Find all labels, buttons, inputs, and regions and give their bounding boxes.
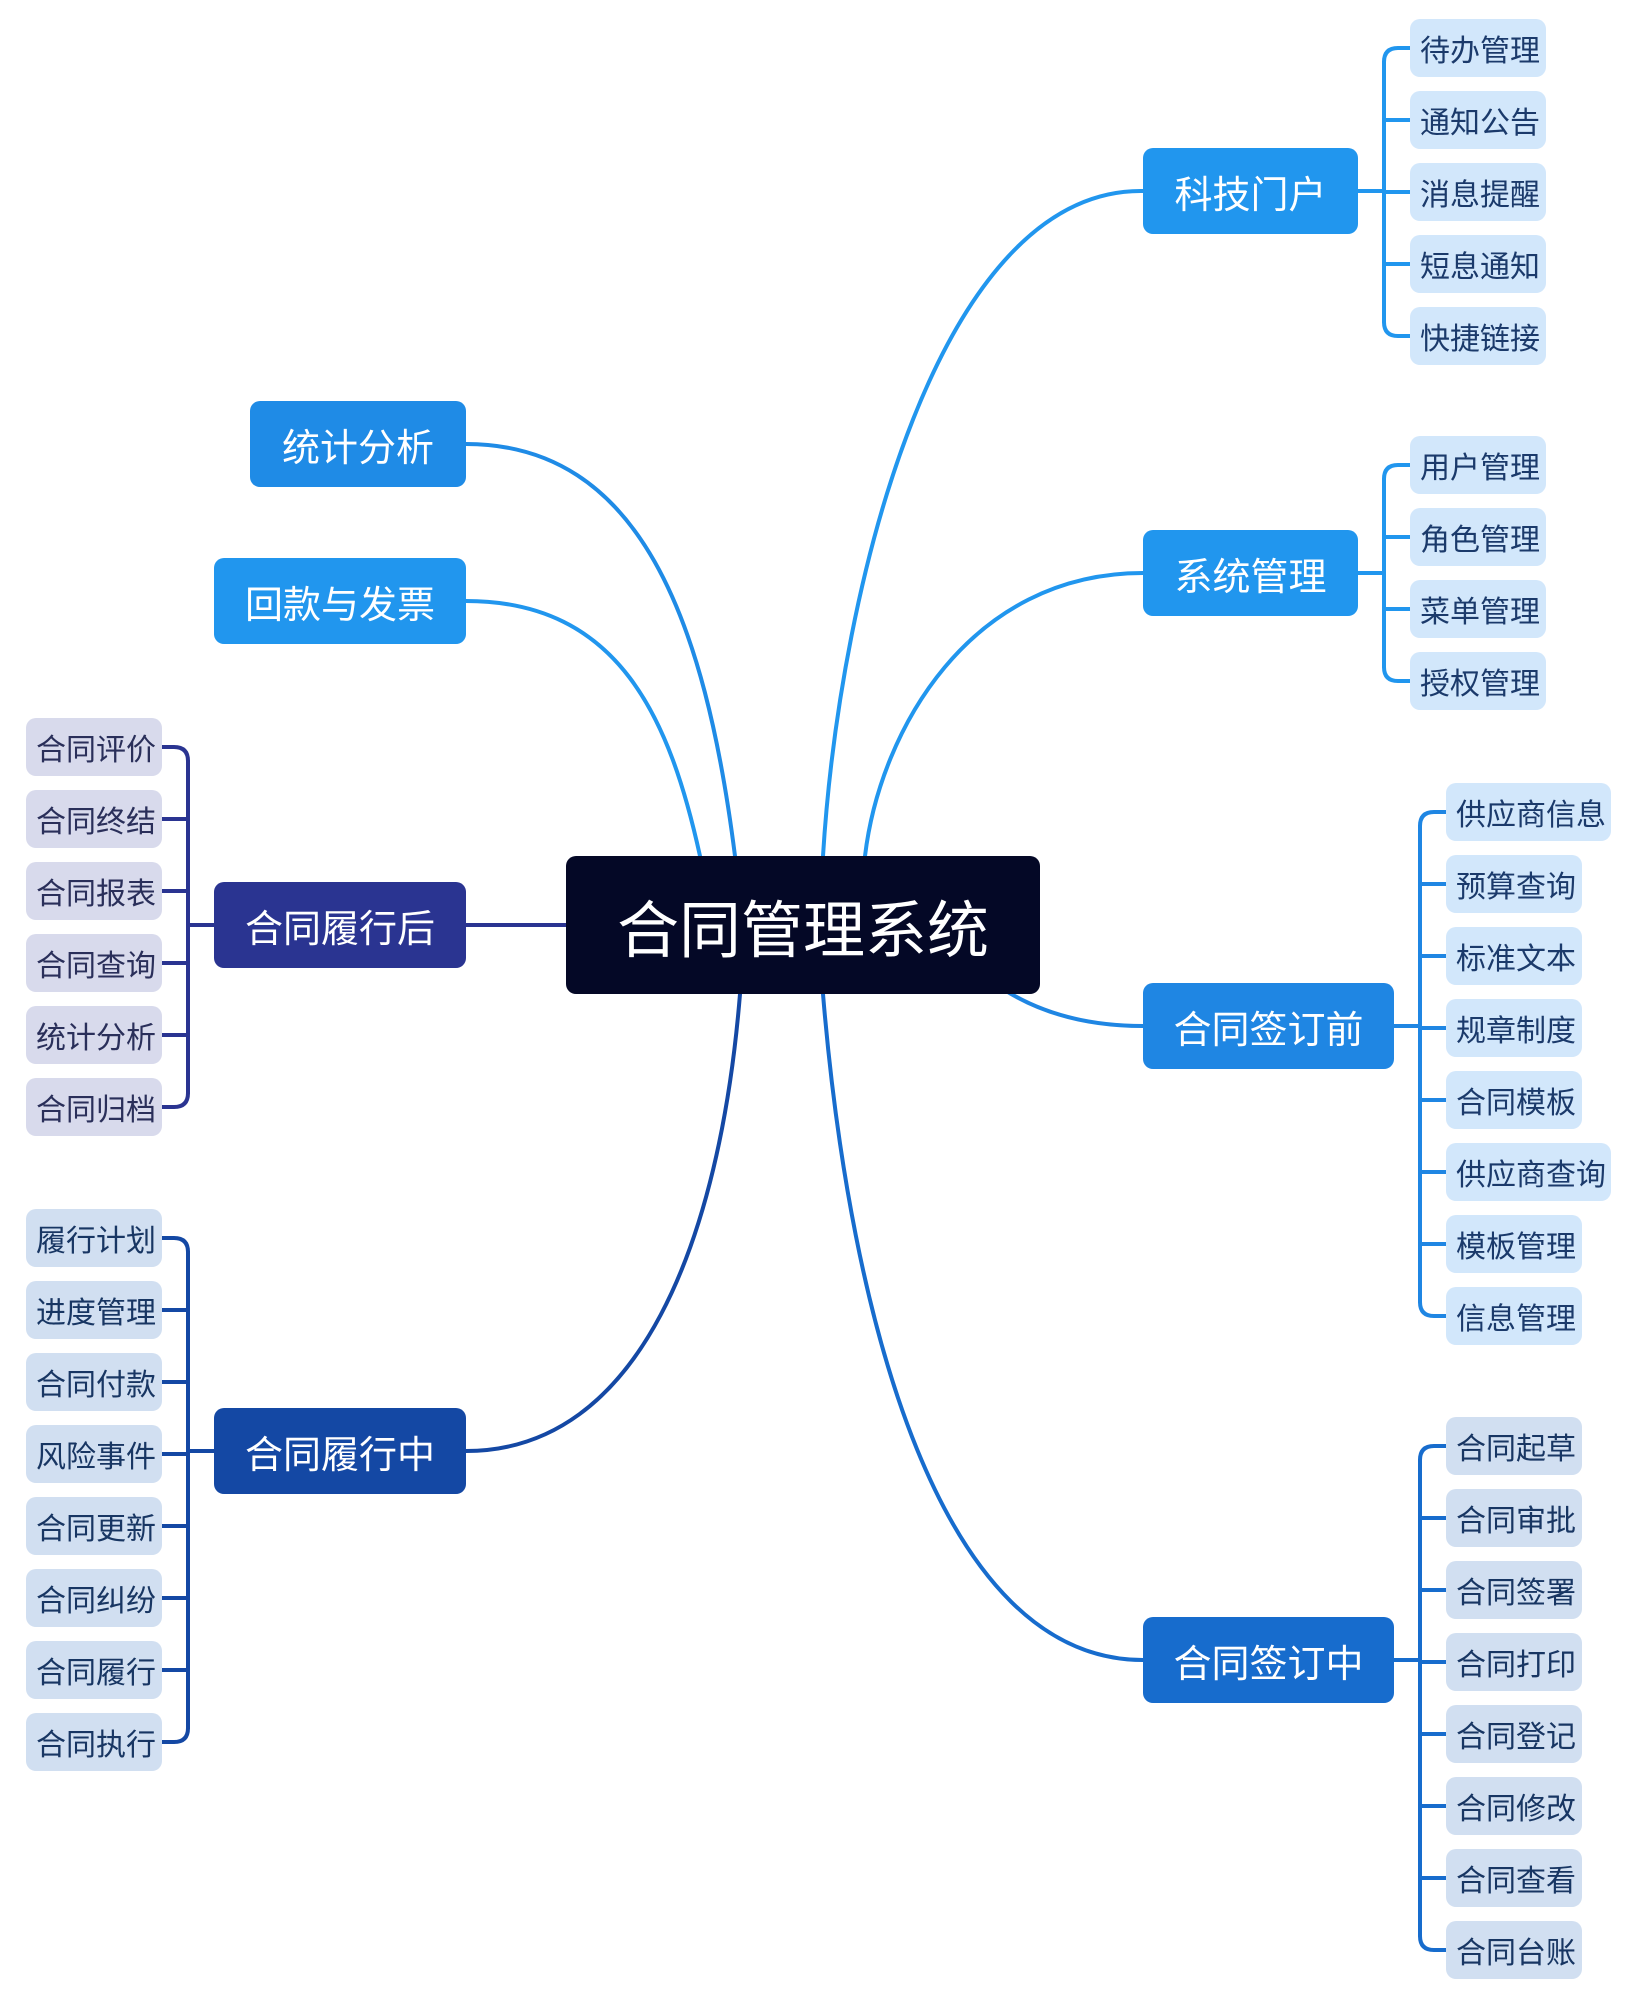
branch-signing[interactable]: 合同签订中	[1143, 1617, 1394, 1703]
leaf-contract-signing[interactable]: 合同签署	[1446, 1561, 1582, 1619]
connector-leaf-b3-0	[1418, 1444, 1448, 1462]
connector-leaf-b7-0	[160, 1236, 190, 1254]
leaf-supplier-info[interactable]: 供应商信息	[1446, 783, 1611, 841]
leaf-contract-execution[interactable]: 合同执行	[26, 1713, 162, 1771]
connector-leaf-b0-4	[1382, 320, 1412, 338]
leaf-contract-termination[interactable]: 合同终结	[26, 790, 162, 848]
connector-root-b5	[464, 599, 702, 858]
leaf-contract-performance[interactable]: 合同履行	[26, 1641, 162, 1699]
leaf-contract-dispute[interactable]: 合同纠纷	[26, 1569, 162, 1627]
leaf-contract-approval[interactable]: 合同审批	[1446, 1489, 1582, 1547]
branch-pre-signing[interactable]: 合同签订前	[1143, 983, 1394, 1069]
leaf-contract-modification[interactable]: 合同修改	[1446, 1777, 1582, 1835]
connector-leaf-b7-7	[160, 1726, 190, 1744]
leaf-contract-evaluation[interactable]: 合同评价	[26, 718, 162, 776]
leaf-notice-announcement[interactable]: 通知公告	[1410, 91, 1546, 149]
leaf-role-management[interactable]: 角色管理	[1410, 508, 1546, 566]
connector-root-b1	[863, 571, 1145, 858]
connector-leaf-b0-0	[1382, 46, 1412, 64]
leaf-message-reminder[interactable]: 消息提醒	[1410, 163, 1546, 221]
leaf-info-management[interactable]: 信息管理	[1446, 1287, 1582, 1345]
connector-root-b7	[464, 992, 742, 1453]
leaf-menu-management[interactable]: 菜单管理	[1410, 580, 1546, 638]
connector-leaf-b1-0	[1382, 463, 1412, 481]
leaf-contract-archiving[interactable]: 合同归档	[26, 1078, 162, 1136]
connector-leaf-b1-3	[1382, 665, 1412, 683]
branch-tech-portal[interactable]: 科技门户	[1143, 148, 1358, 234]
leaf-authorization-management[interactable]: 授权管理	[1410, 652, 1546, 710]
connector-leaf-b6-5	[160, 1091, 190, 1109]
leaf-contract-report[interactable]: 合同报表	[26, 862, 162, 920]
leaf-performance-plan[interactable]: 履行计划	[26, 1209, 162, 1267]
leaf-contract-update[interactable]: 合同更新	[26, 1497, 162, 1555]
leaf-contract-template[interactable]: 合同模板	[1446, 1071, 1582, 1129]
leaf-progress-management[interactable]: 进度管理	[26, 1281, 162, 1339]
leaf-sms-notification[interactable]: 短息通知	[1410, 235, 1546, 293]
connector-leaf-b2-7	[1418, 1300, 1448, 1318]
leaf-supplier-query[interactable]: 供应商查询	[1446, 1143, 1611, 1201]
leaf-contract-query[interactable]: 合同查询	[26, 934, 162, 992]
connector-root-b0	[821, 188, 1145, 858]
leaf-quick-links[interactable]: 快捷链接	[1410, 307, 1546, 365]
leaf-contract-drafting[interactable]: 合同起草	[1446, 1417, 1582, 1475]
branch-system-management[interactable]: 系统管理	[1143, 530, 1358, 616]
connector-leaf-b2-0	[1418, 810, 1448, 828]
leaf-contract-view[interactable]: 合同查看	[1446, 1849, 1582, 1907]
leaf-regulations[interactable]: 规章制度	[1446, 999, 1582, 1057]
connector-root-b3	[821, 992, 1145, 1662]
leaf-contract-printing[interactable]: 合同打印	[1446, 1633, 1582, 1691]
root-node[interactable]: 合同管理系统	[566, 856, 1040, 994]
branch-post-performance[interactable]: 合同履行后	[214, 882, 466, 968]
leaf-contract-payment[interactable]: 合同付款	[26, 1353, 162, 1411]
leaf-contract-ledger[interactable]: 合同台账	[1446, 1921, 1582, 1979]
leaf-statistical-analysis[interactable]: 统计分析	[26, 1006, 162, 1064]
leaf-contract-registration[interactable]: 合同登记	[1446, 1705, 1582, 1763]
leaf-risk-events[interactable]: 风险事件	[26, 1425, 162, 1483]
leaf-user-management[interactable]: 用户管理	[1410, 436, 1546, 494]
leaf-template-management[interactable]: 模板管理	[1446, 1215, 1582, 1273]
leaf-standard-text[interactable]: 标准文本	[1446, 927, 1582, 985]
leaf-todo-management[interactable]: 待办管理	[1410, 19, 1546, 77]
connector-root-b4	[464, 442, 737, 858]
connector-leaf-b3-7	[1418, 1934, 1448, 1952]
connector-leaf-b6-0	[160, 745, 190, 763]
branch-in-performance[interactable]: 合同履行中	[214, 1408, 466, 1494]
branch-payment-invoice[interactable]: 回款与发票	[214, 558, 466, 644]
leaf-budget-query[interactable]: 预算查询	[1446, 855, 1582, 913]
branch-statistics[interactable]: 统计分析	[250, 401, 466, 487]
